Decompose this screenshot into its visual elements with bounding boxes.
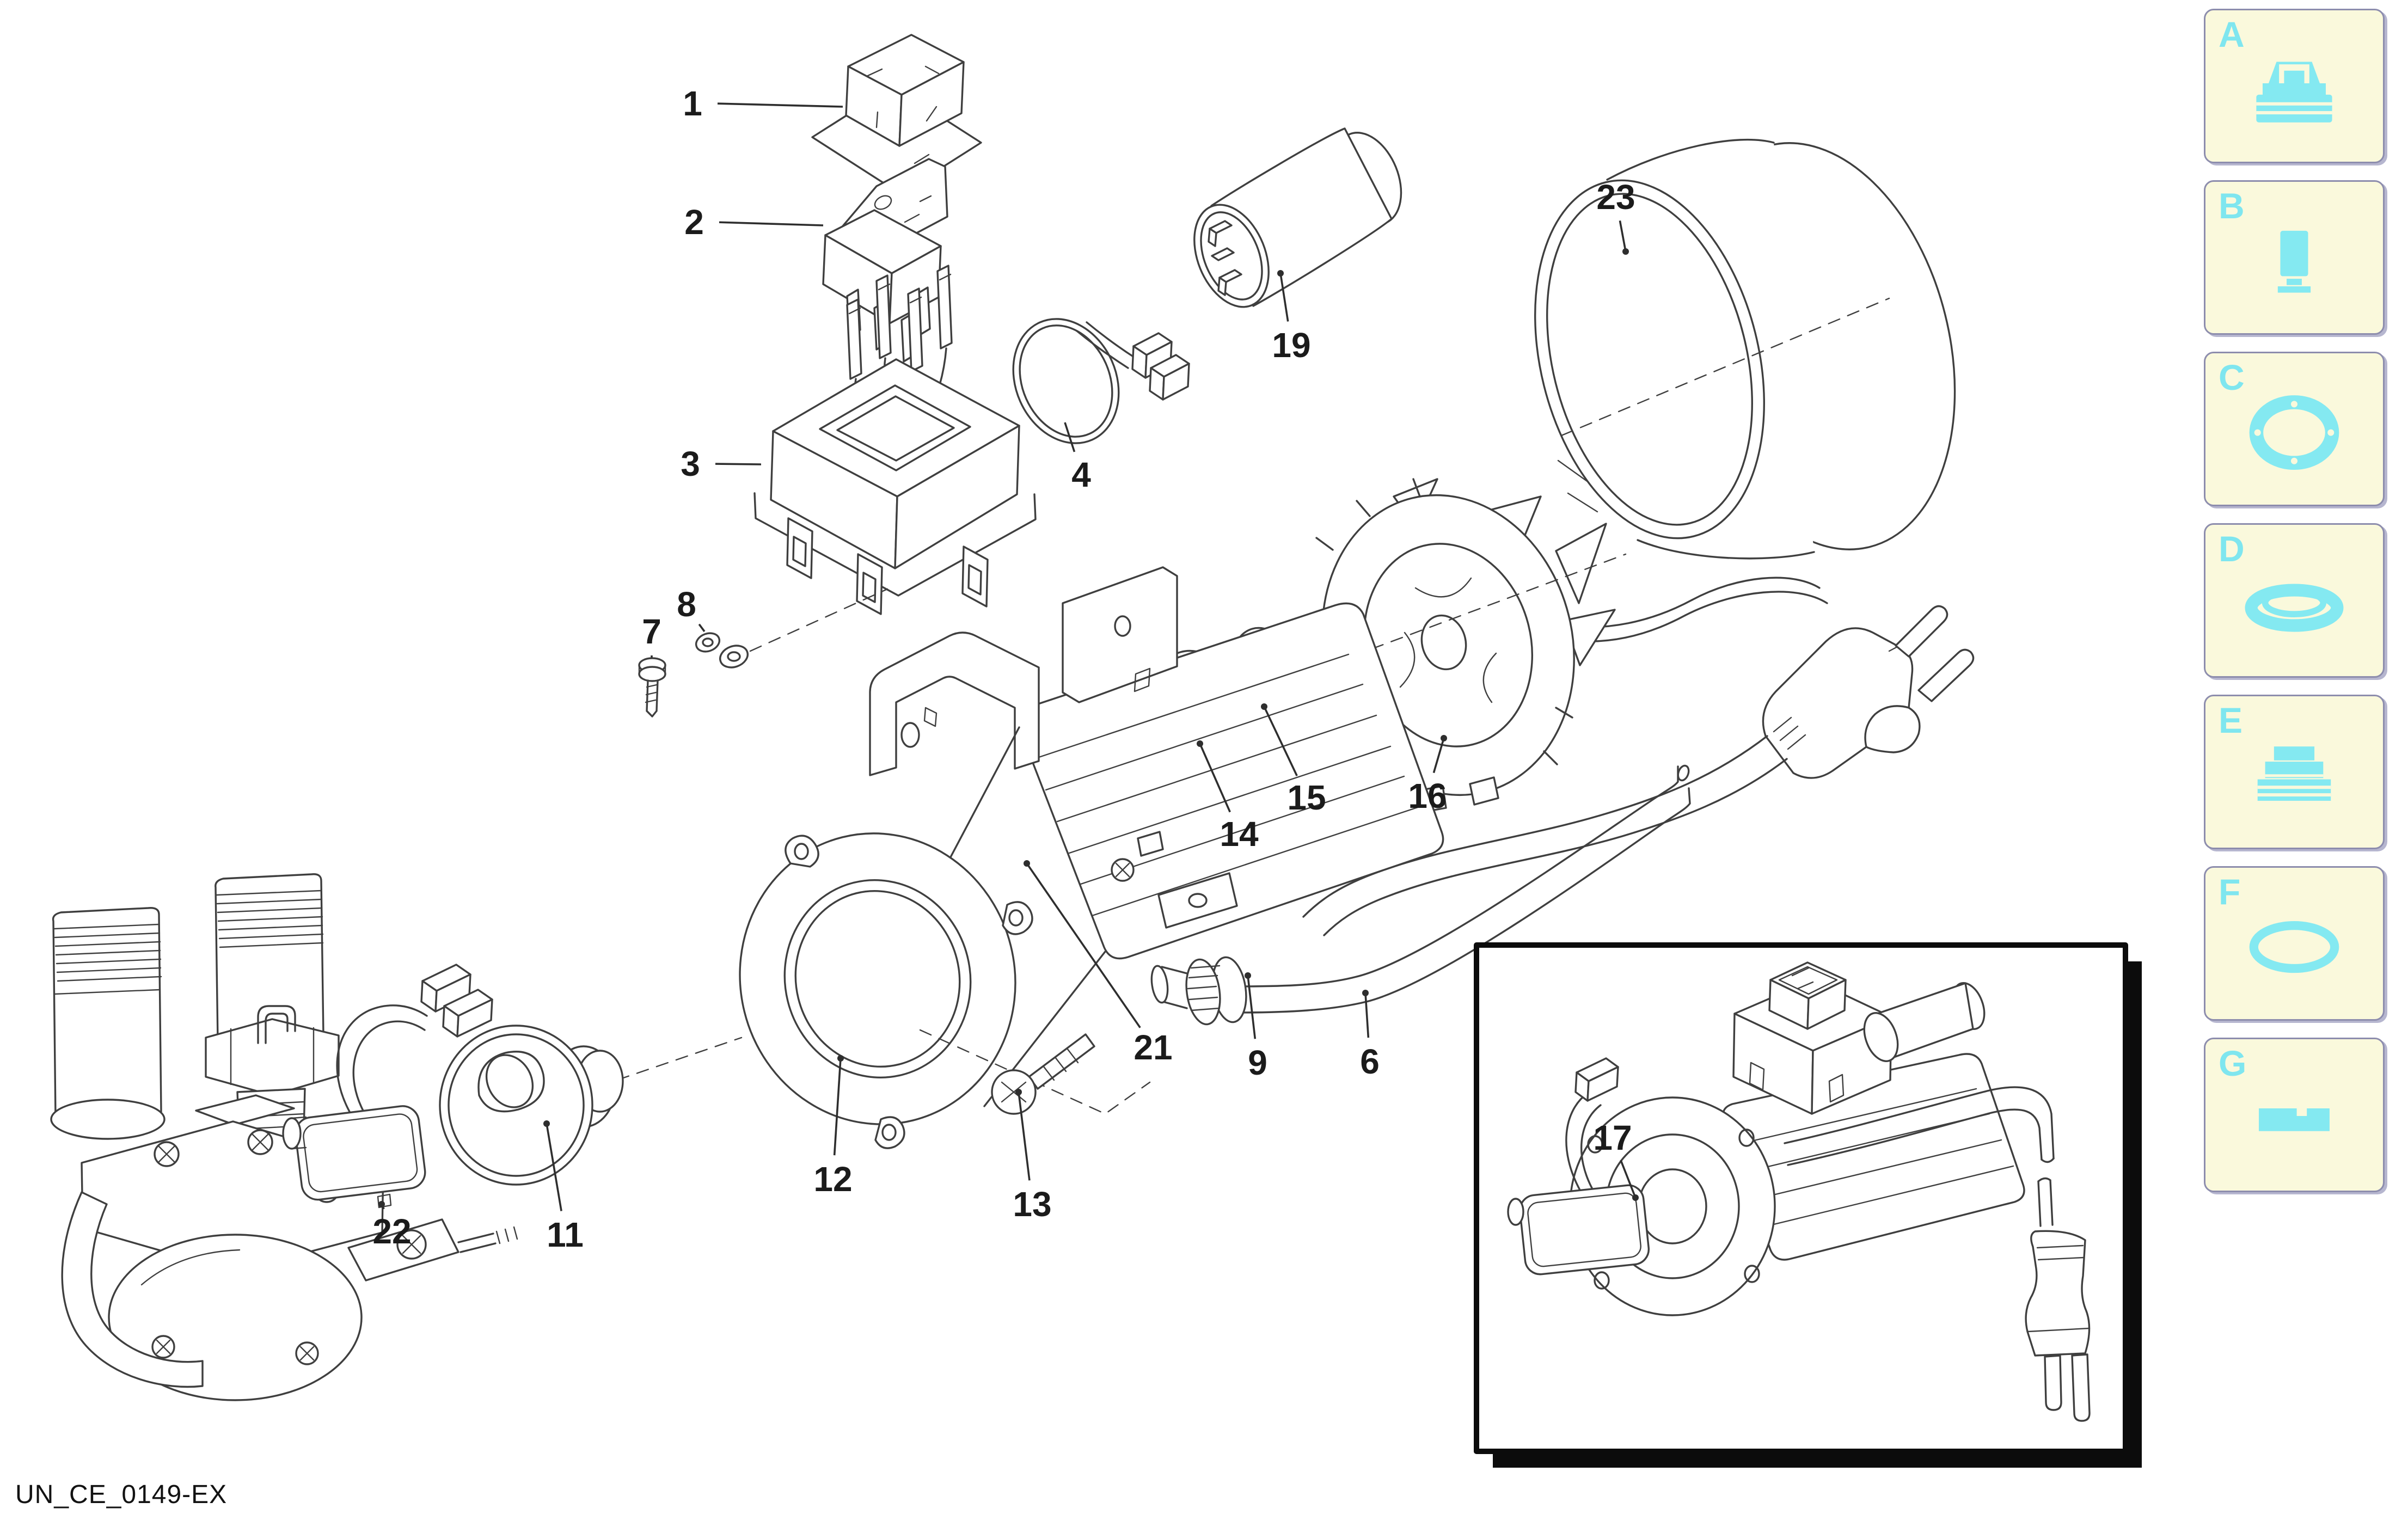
leader-line-14	[1199, 743, 1231, 813]
callout-12: 12	[813, 1160, 853, 1199]
leader-dot-6	[1362, 990, 1369, 996]
callout-23: 23	[1596, 177, 1635, 217]
callout-1: 1	[683, 84, 702, 123]
card-letter-C: C	[2219, 357, 2245, 397]
callout-4: 4	[1071, 455, 1091, 494]
leader-dot-12	[837, 1055, 844, 1062]
key-bar-icon	[2231, 1081, 2357, 1161]
part-13-screw	[991, 1033, 1095, 1115]
sidebar-card-E[interactable]: E	[2204, 695, 2385, 849]
leader-line-6	[1364, 992, 1370, 1038]
leader-dot-16	[1441, 735, 1447, 741]
leader-line-23	[1619, 220, 1627, 252]
capacitor-icon	[2231, 223, 2357, 304]
card-letter-D: D	[2219, 529, 2245, 569]
part-3-terminal-box	[753, 265, 1037, 615]
leader-line-17	[1620, 1160, 1637, 1198]
part-12-motor-body	[597, 566, 1444, 1149]
leader-line-8	[698, 623, 706, 633]
card-letter-B: B	[2219, 186, 2245, 226]
sidebar-card-F[interactable]: F	[2204, 866, 2385, 1021]
shaft-seal-icon	[2231, 566, 2357, 647]
callout-3: 3	[681, 444, 700, 483]
callout-2: 2	[684, 203, 704, 242]
sidebar-card-D[interactable]: D	[2204, 523, 2385, 678]
leader-line-19	[1279, 273, 1289, 322]
callout-21: 21	[1133, 1028, 1173, 1067]
card-letter-F: F	[2219, 872, 2241, 912]
card-letter-E: E	[2219, 700, 2243, 740]
leader-dot-19	[1277, 270, 1284, 277]
flange-gasket-icon	[2231, 395, 2357, 475]
card-letter-A: A	[2219, 14, 2245, 54]
callout-7: 7	[642, 612, 661, 651]
leader-dot-13	[1015, 1089, 1022, 1095]
leader-dot-9	[1245, 972, 1251, 979]
callout-9: 9	[1248, 1043, 1267, 1082]
u-clip	[257, 1005, 296, 1044]
sidebar-card-C[interactable]: C	[2204, 352, 2385, 506]
card-letter-G: G	[2219, 1043, 2247, 1083]
leader-line-11	[546, 1123, 562, 1211]
document-code: UN_CE_0149-EX	[15, 1480, 228, 1509]
leader-line-2	[719, 221, 824, 226]
callout-13: 13	[1013, 1185, 1052, 1224]
sidebar-card-G[interactable]: G	[2204, 1038, 2385, 1192]
stepped-adapter-icon	[2231, 738, 2357, 818]
power-cord-plug	[1302, 577, 1975, 936]
leader-line-15	[1263, 706, 1298, 776]
thumbnail-sidebar: A B C D E F G	[2204, 0, 2400, 1533]
callout-17: 17	[1593, 1118, 1632, 1157]
callout-16: 16	[1408, 776, 1447, 815]
callout-15: 15	[1287, 778, 1326, 817]
leader-dot-23	[1622, 248, 1629, 255]
leader-dot-17	[1632, 1194, 1639, 1201]
o-ring-icon	[2231, 909, 2357, 990]
sidebar-card-A[interactable]: A	[2204, 9, 2385, 163]
leader-line-13	[1018, 1092, 1031, 1181]
part-7-8-fasteners	[638, 632, 749, 718]
switch-cap-icon	[2231, 52, 2357, 132]
leader-line-12	[833, 1058, 842, 1156]
leader-dot-14	[1197, 740, 1203, 747]
part-19-capacitor	[1193, 127, 1402, 308]
leader-line-9	[1247, 975, 1257, 1039]
leader-dot-15	[1261, 703, 1267, 710]
callout-6: 6	[1360, 1042, 1380, 1081]
leader-dot-22	[378, 1201, 385, 1207]
inset-assembled-unit	[1474, 942, 2142, 1468]
callout-19: 19	[1272, 326, 1311, 365]
callout-22: 22	[372, 1212, 412, 1251]
part-4-wire-loop	[1012, 318, 1190, 444]
callout-11: 11	[547, 1215, 584, 1254]
sidebar-card-B[interactable]: B	[2204, 180, 2385, 335]
pump-valve-assembly	[50, 873, 518, 1401]
leader-line-16	[1432, 738, 1445, 774]
leader-line-4	[1064, 422, 1076, 452]
leader-line-21	[1026, 862, 1141, 1028]
callout-14: 14	[1220, 814, 1259, 854]
part-9-threaded-collar	[1150, 956, 1247, 1026]
leader-dot-11	[543, 1120, 550, 1127]
callout-8: 8	[677, 585, 696, 624]
leader-dot-21	[1024, 860, 1030, 867]
part-22-sensor-cable	[282, 964, 493, 1209]
part-11-cover-disc	[439, 1025, 624, 1186]
leader-line-1	[717, 102, 843, 108]
part-23-cover-band	[1534, 138, 1956, 560]
